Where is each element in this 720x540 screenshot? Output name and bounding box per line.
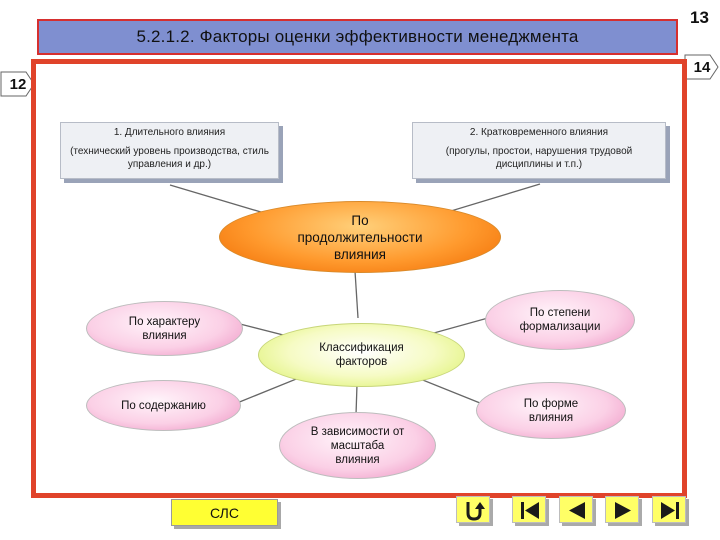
node-formalization: По степени формализации [485,290,635,350]
first-icon [521,502,539,519]
last-slide-button[interactable] [652,496,686,523]
node-center: Классификация факторов [258,323,465,387]
long-influence-text: (технический уровень производства, стиль… [70,146,269,170]
node-center-label: Классификация факторов [319,342,404,368]
prev-slide-button[interactable] [559,496,593,523]
node-form: По форме влияния [476,382,626,439]
prev-slide-tab[interactable]: 12 [0,69,36,99]
slc-button[interactable]: СЛС [171,499,278,526]
first-slide-button[interactable] [512,496,546,523]
node-duration-label: По продолжительности влияния [297,212,423,262]
node-duration: По продолжительности влияния [219,201,501,273]
short-influence-text: (прогулы, простои, нарушения трудовой ди… [445,146,633,170]
slide-number: 13 [690,8,709,27]
next-slide-tab[interactable]: 14 [684,52,720,82]
connector-line [354,270,359,319]
slc-button-label: СЛС [210,504,239,521]
long-influence-heading: 1. Длительного влияния [113,127,226,138]
node-form-label: По форме влияния [523,397,579,424]
return-button[interactable] [456,496,490,523]
prev-icon [569,502,585,519]
long-influence-box: 1. Длительного влияния (технический уров… [60,122,279,179]
short-influence-heading: 2. Кратковременного влияния [469,127,609,138]
next-slide-button[interactable] [605,496,639,523]
last-icon [661,502,679,519]
node-scale-label: В зависимости от масштаба влияния [310,425,405,466]
node-content-label: По содержанию [121,399,206,412]
return-icon [466,502,485,521]
node-character: По характеру влияния [86,301,243,356]
short-influence-box: 2. Кратковременного влияния (прогулы, пр… [412,122,666,179]
next-icon [615,502,631,519]
page-title: 5.2.1.2. Факторы оценки эффективности ме… [136,27,579,46]
node-character-label: По характеру влияния [128,315,201,342]
node-formalization-label: По степени формализации [519,307,601,333]
prev-slide-number: 12 [9,75,27,93]
title-bar: 5.2.1.2. Факторы оценки эффективности ме… [37,19,678,55]
next-slide-number: 14 [693,58,711,76]
node-content: По содержанию [86,380,241,431]
node-scale: В зависимости от масштаба влияния [279,412,436,479]
